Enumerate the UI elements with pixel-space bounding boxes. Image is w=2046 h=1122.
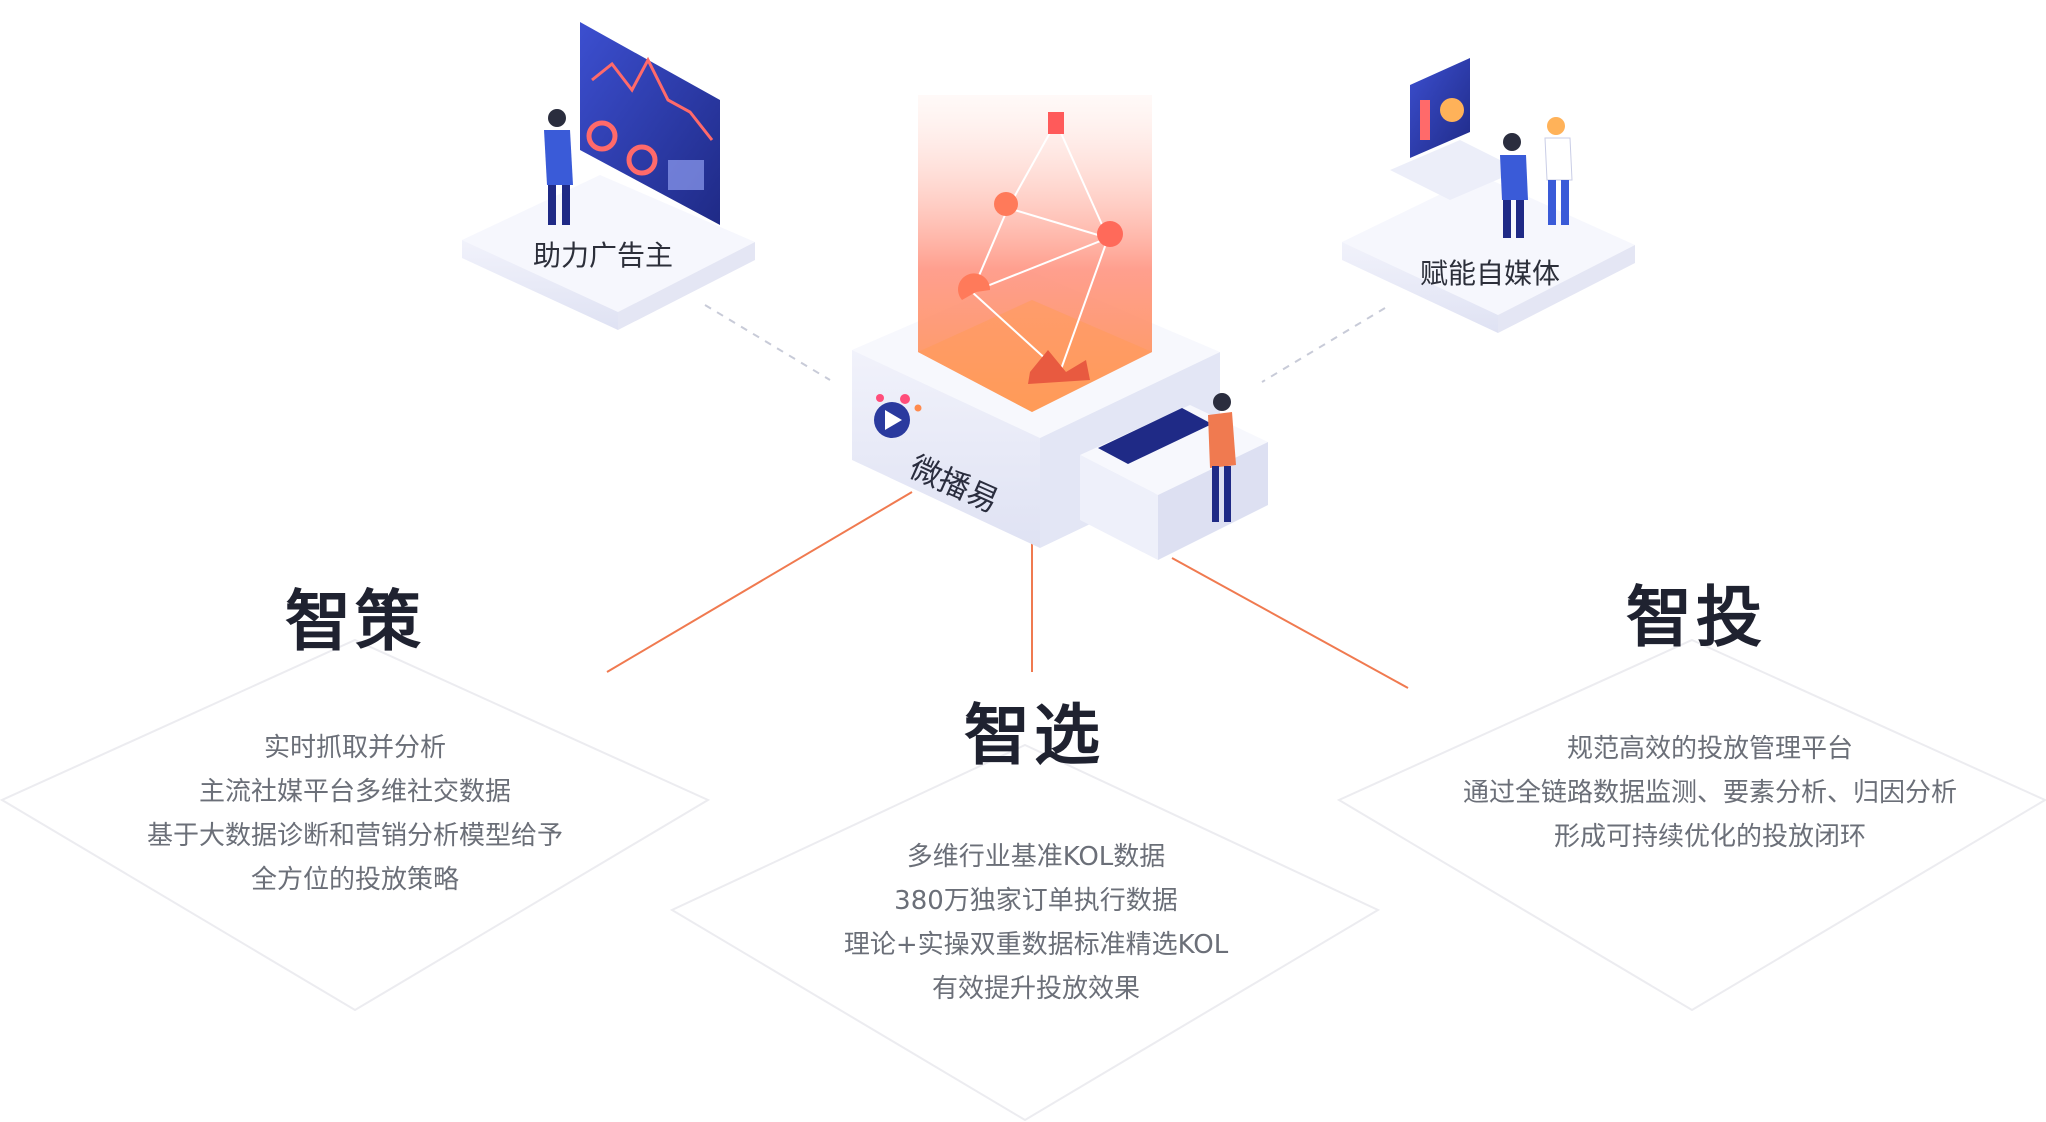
diamond-panel-middle xyxy=(669,743,1381,1122)
connector-line-left xyxy=(606,491,913,673)
central-data-machine xyxy=(852,95,1268,560)
self-media-label: 赋能自媒体 xyxy=(1419,257,1561,290)
desc-line: 主流社媒平台多维社交数据 xyxy=(198,777,512,807)
terrain-node-icon xyxy=(1028,350,1090,384)
location-node-icon xyxy=(994,192,1018,216)
column-desc-strategy: 实时抓取并分析 主流社媒平台多维社交数据 基于大数据诊断和营销分析模型给予 全方… xyxy=(147,726,563,902)
desc-line: 全方位的投放策略 xyxy=(250,865,460,895)
column-title-selection: 智选 xyxy=(964,697,1104,774)
chart-node-icon xyxy=(1048,112,1064,134)
column-desc-selection: 多维行业基准KOL数据 380万独家订单执行数据 理论+实操双重数据标准精选KO… xyxy=(844,835,1228,1011)
diamond-panel-right xyxy=(1336,638,2046,1012)
dashed-link-right xyxy=(1261,307,1386,383)
desc-line: 形成可持续优化的投放闭环 xyxy=(1553,822,1867,852)
desc-line: 380万独家订单执行数据 xyxy=(894,886,1178,916)
dashed-link-left xyxy=(704,304,831,381)
pie-node-icon xyxy=(958,273,991,300)
desc-line: 基于大数据诊断和营销分析模型给予 xyxy=(146,821,564,851)
desc-line: 理论+实操双重数据标准精选KOL xyxy=(843,930,1229,960)
self-media-platform xyxy=(1342,58,1635,333)
desc-line: 实时抓取并分析 xyxy=(263,733,447,763)
desc-line: 通过全链路数据监测、要素分析、归因分析 xyxy=(1462,778,1958,808)
column-desc-delivery: 规范高效的投放管理平台 通过全链路数据监测、要素分析、归因分析 形成可持续优化的… xyxy=(1463,727,1957,859)
connector-line-right xyxy=(1171,557,1409,689)
desc-line: 规范高效的投放管理平台 xyxy=(1566,734,1854,764)
column-title-delivery: 智投 xyxy=(1626,579,1766,656)
advertiser-label: 助力广告主 xyxy=(532,239,674,272)
cloud-node-icon xyxy=(1097,221,1123,247)
advertiser-platform xyxy=(462,22,755,330)
diamond-panel-left xyxy=(0,638,711,1012)
desc-line: 有效提升投放效果 xyxy=(931,974,1140,1004)
desc-line: 多维行业基准KOL数据 xyxy=(906,842,1166,872)
column-title-strategy: 智策 xyxy=(285,583,425,660)
